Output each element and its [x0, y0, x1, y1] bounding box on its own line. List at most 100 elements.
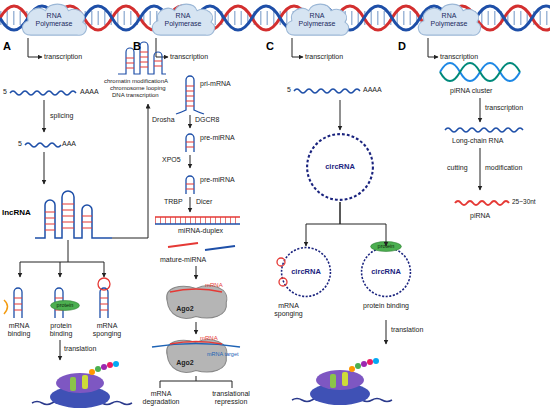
circrna-circle: circRNA: [280, 246, 332, 298]
text-label: 5: [3, 88, 7, 96]
text-label: mRNA degradation: [136, 390, 186, 406]
rna-strands: [25, 143, 61, 147]
ribosome: [355, 363, 361, 369]
lncrna-structure: [126, 52, 162, 68]
protein-oval: protein: [50, 300, 80, 311]
rna-strands: [455, 201, 509, 205]
pirna-cluster-helix: [440, 63, 520, 81]
text-label: piRNA: [470, 212, 490, 220]
lncrna-structure: [118, 42, 166, 74]
node-text: RNA Polymerase: [427, 12, 471, 27]
text-label: translational repression: [200, 390, 262, 406]
mirna-structures: [205, 246, 235, 250]
lncrna-structure: [45, 204, 92, 230]
flow-arrows: [160, 376, 232, 388]
text-label: DNA transcription: [112, 92, 159, 99]
ribosome: [70, 377, 76, 391]
flow-arrows: [190, 115, 191, 128]
node-text: RNA Polymerase: [161, 12, 205, 27]
text-label: transcription: [44, 53, 82, 61]
ribosome: [107, 362, 113, 368]
protein-ellipse: [51, 301, 80, 311]
rna-strands: [294, 89, 360, 93]
text-label: pre-miRNA: [200, 134, 235, 142]
panel-label: B: [133, 40, 141, 53]
mirna-structures: [186, 134, 194, 194]
lncrna-structure: [14, 288, 108, 318]
text-label: AAA: [62, 140, 76, 148]
circrna-circle: circRNAprotein: [360, 246, 412, 298]
flow-arrows: [190, 197, 191, 212]
mirna-structures: [186, 142, 194, 189]
text-label: TRBP: [164, 198, 183, 206]
text-label: transcription: [170, 53, 208, 61]
mirna-structures: [186, 86, 194, 106]
node-text: RNA Polymerase: [32, 12, 76, 27]
flow-arrows: [60, 340, 61, 360]
flow-arrows: [20, 38, 480, 388]
ribosome: [101, 364, 107, 370]
ribosome: [89, 369, 95, 375]
circrna-ring: [362, 248, 411, 297]
ago-blob: [167, 286, 227, 319]
ribosome: [113, 361, 119, 367]
text-label: miRNA-duplex: [178, 227, 223, 235]
text-label: protein binding: [362, 302, 410, 310]
ribosome: [373, 358, 379, 364]
flow-arrows: [480, 148, 481, 190]
flow-arrows: [44, 152, 45, 184]
ribosome: [292, 399, 392, 402]
mirna-structures: [155, 216, 240, 218]
ribosome: [82, 375, 88, 389]
lncrna-structure: [4, 300, 8, 314]
text-label: Drosha: [152, 116, 175, 124]
flow-arrows: [340, 100, 341, 130]
text-label: mRNA binding: [0, 322, 38, 338]
panel-label: lncRNA: [2, 208, 31, 217]
flow-arrows: [292, 38, 303, 57]
text-label: AAAA: [363, 86, 382, 94]
text-label: 5: [18, 140, 22, 148]
text-label: mRNA: [200, 335, 218, 342]
flow-arrows: [28, 38, 42, 57]
text-label: cutting: [447, 164, 468, 172]
flow-arrows: [480, 98, 481, 122]
ribosome: [367, 359, 373, 365]
flow-arrows: [386, 320, 387, 344]
text-label: transcription: [305, 53, 343, 61]
text-label: mRNA target: [207, 351, 238, 357]
ribosome: [292, 358, 392, 405]
text-label: AAAA: [80, 88, 99, 96]
rna-polymerase-cloud: RNA Polymerase: [414, 2, 484, 38]
protein-ellipse: [371, 242, 402, 252]
text-label: splicing: [50, 112, 73, 120]
text-label: piRNA cluster: [450, 87, 492, 95]
text-label: transcription: [485, 104, 523, 112]
flow-arrows: [112, 104, 148, 238]
mirna-structures: [155, 223, 240, 225]
circrna-circle: circRNA: [305, 132, 375, 202]
ribosome: [342, 372, 348, 386]
protein-oval: protein: [370, 241, 402, 252]
text-label: mature-miRNA: [160, 256, 206, 264]
node-text: protein: [378, 243, 395, 249]
flow-arrows: [196, 266, 197, 279]
ribosome: [32, 402, 132, 405]
flow-arrows: [156, 38, 168, 57]
ribosome: [316, 370, 364, 390]
panel-label: A: [3, 40, 11, 53]
mirna-structures: [155, 76, 240, 250]
cloud-outline: [152, 4, 214, 35]
rna-polymerase-cloud: RNA Polymerase: [148, 2, 218, 38]
text-label: Long-chain RNA: [452, 137, 503, 145]
ribosome: [56, 373, 104, 393]
flow-arrows: [104, 262, 105, 277]
node-text: circRNA: [325, 163, 355, 171]
node-text: Ago2: [176, 305, 194, 313]
rna-strands: [10, 89, 523, 205]
mirna-structures: [176, 76, 204, 114]
